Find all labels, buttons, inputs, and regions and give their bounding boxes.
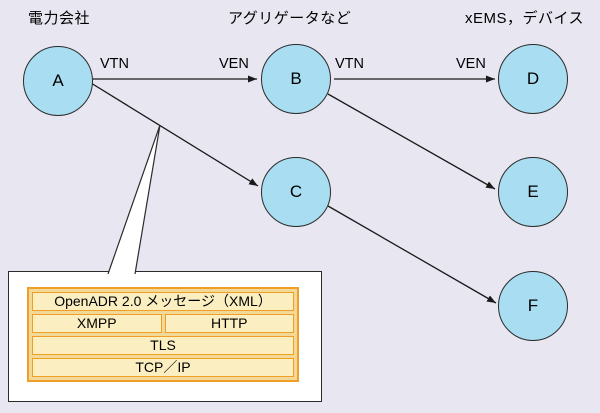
column-label-aggregator: アグリゲータなど [228,10,352,27]
callout-pointer [107,124,161,275]
node-e: E [498,157,568,227]
stack-cell-tcpip: TCP／IP [32,358,294,377]
node-c: C [261,157,331,227]
column-label-power-company: 電力会社 [28,10,91,27]
edge-label-ven-d: VEN [456,56,486,72]
node-a: A [23,46,93,116]
protocol-stack-table: OpenADR 2.0 メッセージ（XML） XMPP HTTP TLS TCP… [27,287,299,382]
stack-row-transport: XMPP HTTP [32,314,294,333]
node-d: D [498,44,568,114]
edge-a-to-c [90,82,259,187]
edge-label-vtn-a: VTN [100,56,129,72]
stack-row-security: TLS [32,336,294,355]
stack-cell-openadr-message: OpenADR 2.0 メッセージ（XML） [32,292,294,311]
column-label-xems-devices: xEMS，デバイス [465,10,585,27]
stack-cell-tls: TLS [32,336,294,355]
stack-row-network: TCP／IP [32,358,294,377]
edge-label-vtn-b: VTN [335,56,364,72]
protocol-stack-callout: OpenADR 2.0 メッセージ（XML） XMPP HTTP TLS TCP… [8,271,322,402]
stack-cell-xmpp: XMPP [32,314,162,333]
node-f: F [498,271,568,341]
edge-b-to-e [327,93,496,190]
stack-cell-http: HTTP [164,314,294,333]
edge-c-to-f [327,205,497,304]
edge-label-ven-b: VEN [219,56,249,72]
node-b: B [261,44,331,114]
stack-row-message: OpenADR 2.0 メッセージ（XML） [32,292,294,311]
